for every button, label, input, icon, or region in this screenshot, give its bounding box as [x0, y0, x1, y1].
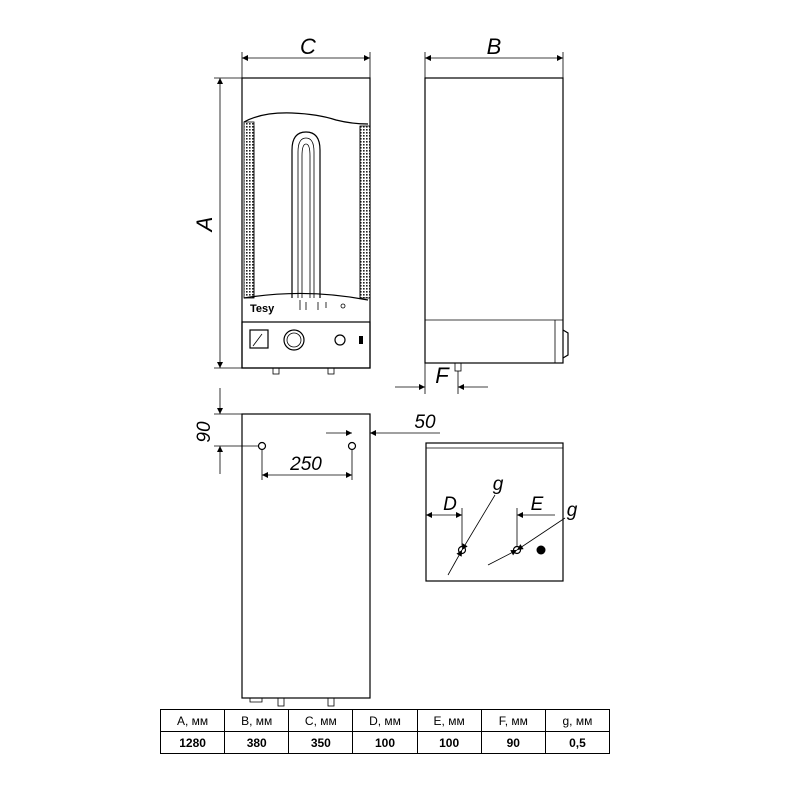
front-view: Tesy A C — [192, 34, 371, 375]
table-header-cell: g, мм — [544, 709, 611, 732]
dim-label-250: 250 — [289, 454, 322, 475]
dim-label-g-1: g — [493, 474, 504, 495]
table-value-row: 1280 380 350 100 100 90 0,5 — [159, 731, 611, 754]
table-value-cell: 100 — [416, 731, 482, 754]
cable-entry — [536, 545, 546, 555]
table-header-cell: A, мм — [159, 709, 226, 732]
bottom-view: D E g g — [425, 442, 578, 582]
dim-label-c: C — [300, 34, 316, 59]
dim-label-a: A — [192, 217, 217, 234]
table-value-cell: 380 — [224, 731, 290, 754]
dim-label-e: E — [531, 494, 544, 515]
mounting-hole-left — [257, 441, 267, 451]
dim-label-d: D — [443, 494, 457, 515]
brand-logo: Tesy — [250, 303, 275, 315]
table-header-cell: E, мм — [416, 709, 482, 732]
table-header-cell: D, мм — [352, 709, 418, 732]
table-value-cell: 1280 — [159, 731, 226, 754]
table-header-cell: B, мм — [224, 709, 290, 732]
table-value-cell: 90 — [480, 731, 546, 754]
dim-label-g-2: g — [567, 500, 578, 521]
thermostat-knob — [283, 329, 305, 351]
table-header-cell: F, мм — [480, 709, 546, 732]
dim-label-b: B — [487, 34, 502, 59]
side-panel-right — [359, 125, 371, 299]
dim-label-f: F — [435, 363, 450, 388]
back-view: 90 250 50 — [194, 388, 440, 707]
dim-label-50: 50 — [414, 412, 436, 433]
side-panel-left — [243, 121, 255, 299]
table-header-cell: C, мм — [288, 709, 354, 732]
side-view: B F — [395, 34, 569, 394]
table-value-cell: 0,5 — [544, 731, 611, 754]
indicator-lamp — [334, 334, 346, 346]
table-header-row: A, мм B, мм C, мм D, мм E, мм F, мм g, м… — [159, 709, 611, 732]
thermometer-gauge — [249, 329, 269, 349]
mounting-hole-right — [347, 441, 357, 451]
table-value-cell: 350 — [288, 731, 354, 754]
spec-table: A, мм B, мм C, мм D, мм E, мм F, мм g, м… — [159, 709, 611, 754]
dim-label-90: 90 — [194, 421, 215, 443]
power-switch — [359, 336, 363, 344]
table-value-cell: 100 — [352, 731, 418, 754]
